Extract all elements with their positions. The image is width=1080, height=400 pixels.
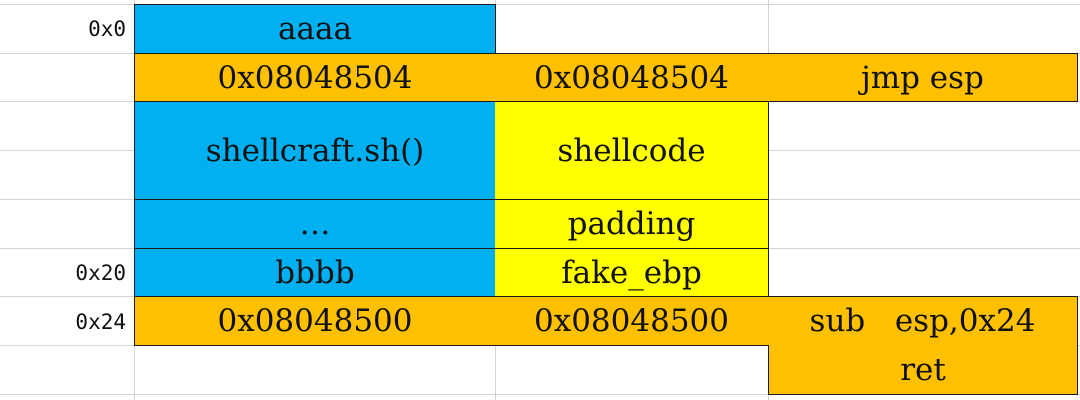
payload-bbbb-cell: bbbb bbox=[134, 248, 496, 297]
offset-label: 0x0 bbox=[88, 17, 126, 41]
grid-line bbox=[0, 394, 1080, 395]
instr-ret-cell: ret bbox=[768, 345, 1078, 395]
payload-address-cell: 0x08048504 bbox=[134, 53, 496, 102]
stack-address-cell: 0x08048500 bbox=[495, 296, 769, 346]
stack-fake-ebp-cell: fake_ebp bbox=[495, 248, 769, 297]
stack-padding-cell: padding bbox=[495, 199, 769, 249]
payload-ellipsis-cell: … bbox=[134, 199, 496, 249]
instr-jmp-esp-cell: jmp esp bbox=[768, 53, 1078, 102]
offset-label: 0x24 bbox=[75, 310, 126, 334]
payload-address-cell: 0x08048500 bbox=[134, 296, 496, 346]
instr-sub-esp-cell: sub esp,0x24 bbox=[768, 296, 1078, 346]
stack-shellcode-cell: shellcode bbox=[495, 101, 769, 200]
payload-aaaa-cell: aaaa bbox=[134, 4, 496, 54]
offset-label: 0x20 bbox=[75, 261, 126, 285]
payload-shellcraft-cell: shellcraft.sh() bbox=[134, 101, 496, 200]
grid-line bbox=[0, 4, 1080, 5]
stack-address-cell: 0x08048504 bbox=[495, 53, 769, 102]
